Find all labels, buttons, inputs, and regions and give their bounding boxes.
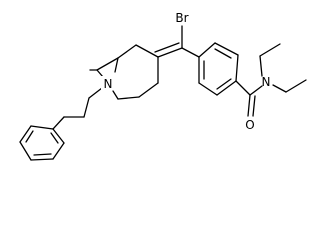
bond — [157, 47, 183, 58]
benzene-ring-phenyl — [19, 125, 65, 161]
bond — [25, 130, 34, 143]
bond — [214, 42, 239, 56]
benzene-ring-amide — [198, 42, 239, 96]
bond — [216, 80, 237, 96]
bond — [96, 57, 119, 71]
bond — [117, 96, 140, 100]
bond — [285, 79, 307, 93]
bond — [259, 55, 263, 77]
bond — [235, 80, 251, 96]
bond — [216, 78, 232, 90]
amide-nitrogen-label: N — [262, 75, 271, 89]
carbonyl-oxygen-label: O — [245, 118, 254, 132]
bromine-atom-label: Br — [175, 11, 188, 25]
bond — [19, 125, 32, 143]
bond — [30, 158, 54, 161]
bond — [96, 69, 104, 78]
bond — [52, 142, 65, 160]
tropane-core — [89, 44, 159, 100]
bridge-nitrogen-label: N — [104, 77, 113, 91]
bond — [33, 153, 52, 156]
bond — [135, 44, 159, 58]
bond — [50, 132, 59, 144]
bond — [88, 87, 103, 99]
bond — [235, 54, 239, 82]
bond — [52, 116, 65, 130]
bond — [272, 84, 287, 93]
bond — [114, 57, 119, 73]
bond — [112, 90, 119, 100]
phenethyl-chain — [52, 87, 103, 130]
bond — [83, 97, 90, 118]
vinyl-bromide — [154, 25, 200, 58]
bond — [154, 42, 180, 53]
diethylamide-group — [235, 43, 307, 117]
bond — [181, 47, 200, 58]
bond — [259, 43, 281, 57]
bond — [138, 82, 159, 98]
nitrogen-mask — [101, 76, 115, 90]
bond — [198, 82, 218, 96]
bond — [214, 48, 232, 59]
bond — [117, 44, 137, 59]
bond — [247, 94, 251, 117]
molecule-structure: Br N N O — [19, 11, 307, 161]
bond — [252, 95, 256, 117]
bond — [30, 125, 54, 130]
bond — [52, 128, 65, 144]
bond — [249, 85, 263, 96]
bond — [19, 141, 32, 161]
bond — [198, 42, 216, 58]
